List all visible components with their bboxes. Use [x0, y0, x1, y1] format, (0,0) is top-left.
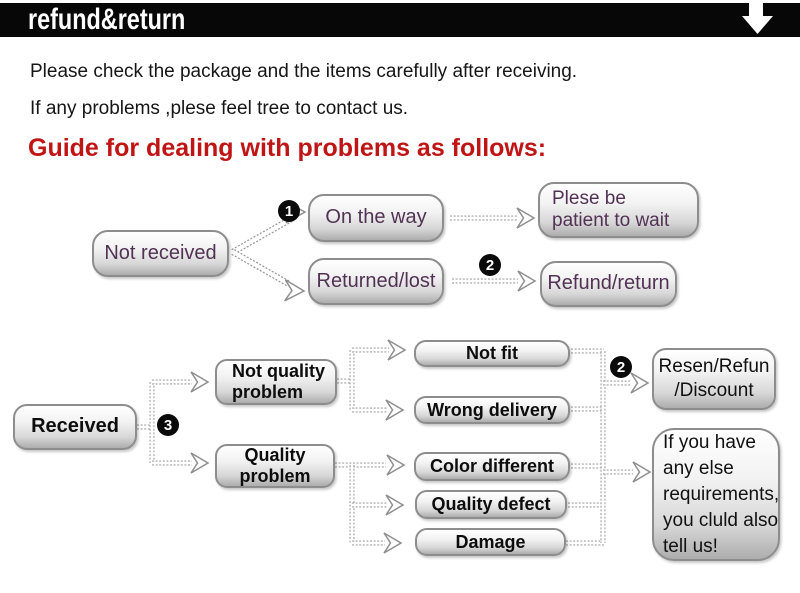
node-quality-defect: Quality defect [415, 490, 567, 519]
header-title: refund&return [28, 3, 186, 36]
node-returned-lost: Returned/lost [308, 258, 444, 305]
node-color-different: Color different [414, 452, 570, 481]
node-damage: Damage [415, 528, 566, 556]
badge-step-2: 2 [479, 254, 501, 276]
guide-heading: Guide for dealing with problems as follo… [28, 134, 547, 162]
badge-step-1: 1 [278, 200, 300, 222]
node-received: Received [13, 404, 137, 450]
node-wrong-delivery: Wrong delivery [414, 396, 570, 424]
badge-step-2b: 2 [610, 356, 632, 378]
node-not-quality-problem: Not quality problem [215, 359, 337, 405]
node-plese-be-patient: Plese be patient to wait [538, 182, 699, 238]
node-any-else-requirements: If you have any else requirements, you c… [652, 428, 780, 561]
down-arrow-icon [742, 0, 773, 34]
intro-line-1: Please check the package and the items c… [30, 61, 578, 82]
header-bar: refund&return [0, 3, 800, 37]
node-not-fit: Not fit [414, 340, 570, 367]
node-on-the-way: On the way [308, 194, 444, 242]
node-quality-problem: Quality problem [215, 444, 335, 488]
intro-line-2: If any problems ,plese feel tree to cont… [30, 98, 409, 119]
node-resend-refund-discount: Resen/Refun /Discount [652, 348, 776, 410]
node-refund-return: Refund/return [540, 261, 677, 307]
badge-step-3: 3 [157, 414, 179, 436]
node-not-received: Not received [92, 230, 229, 277]
